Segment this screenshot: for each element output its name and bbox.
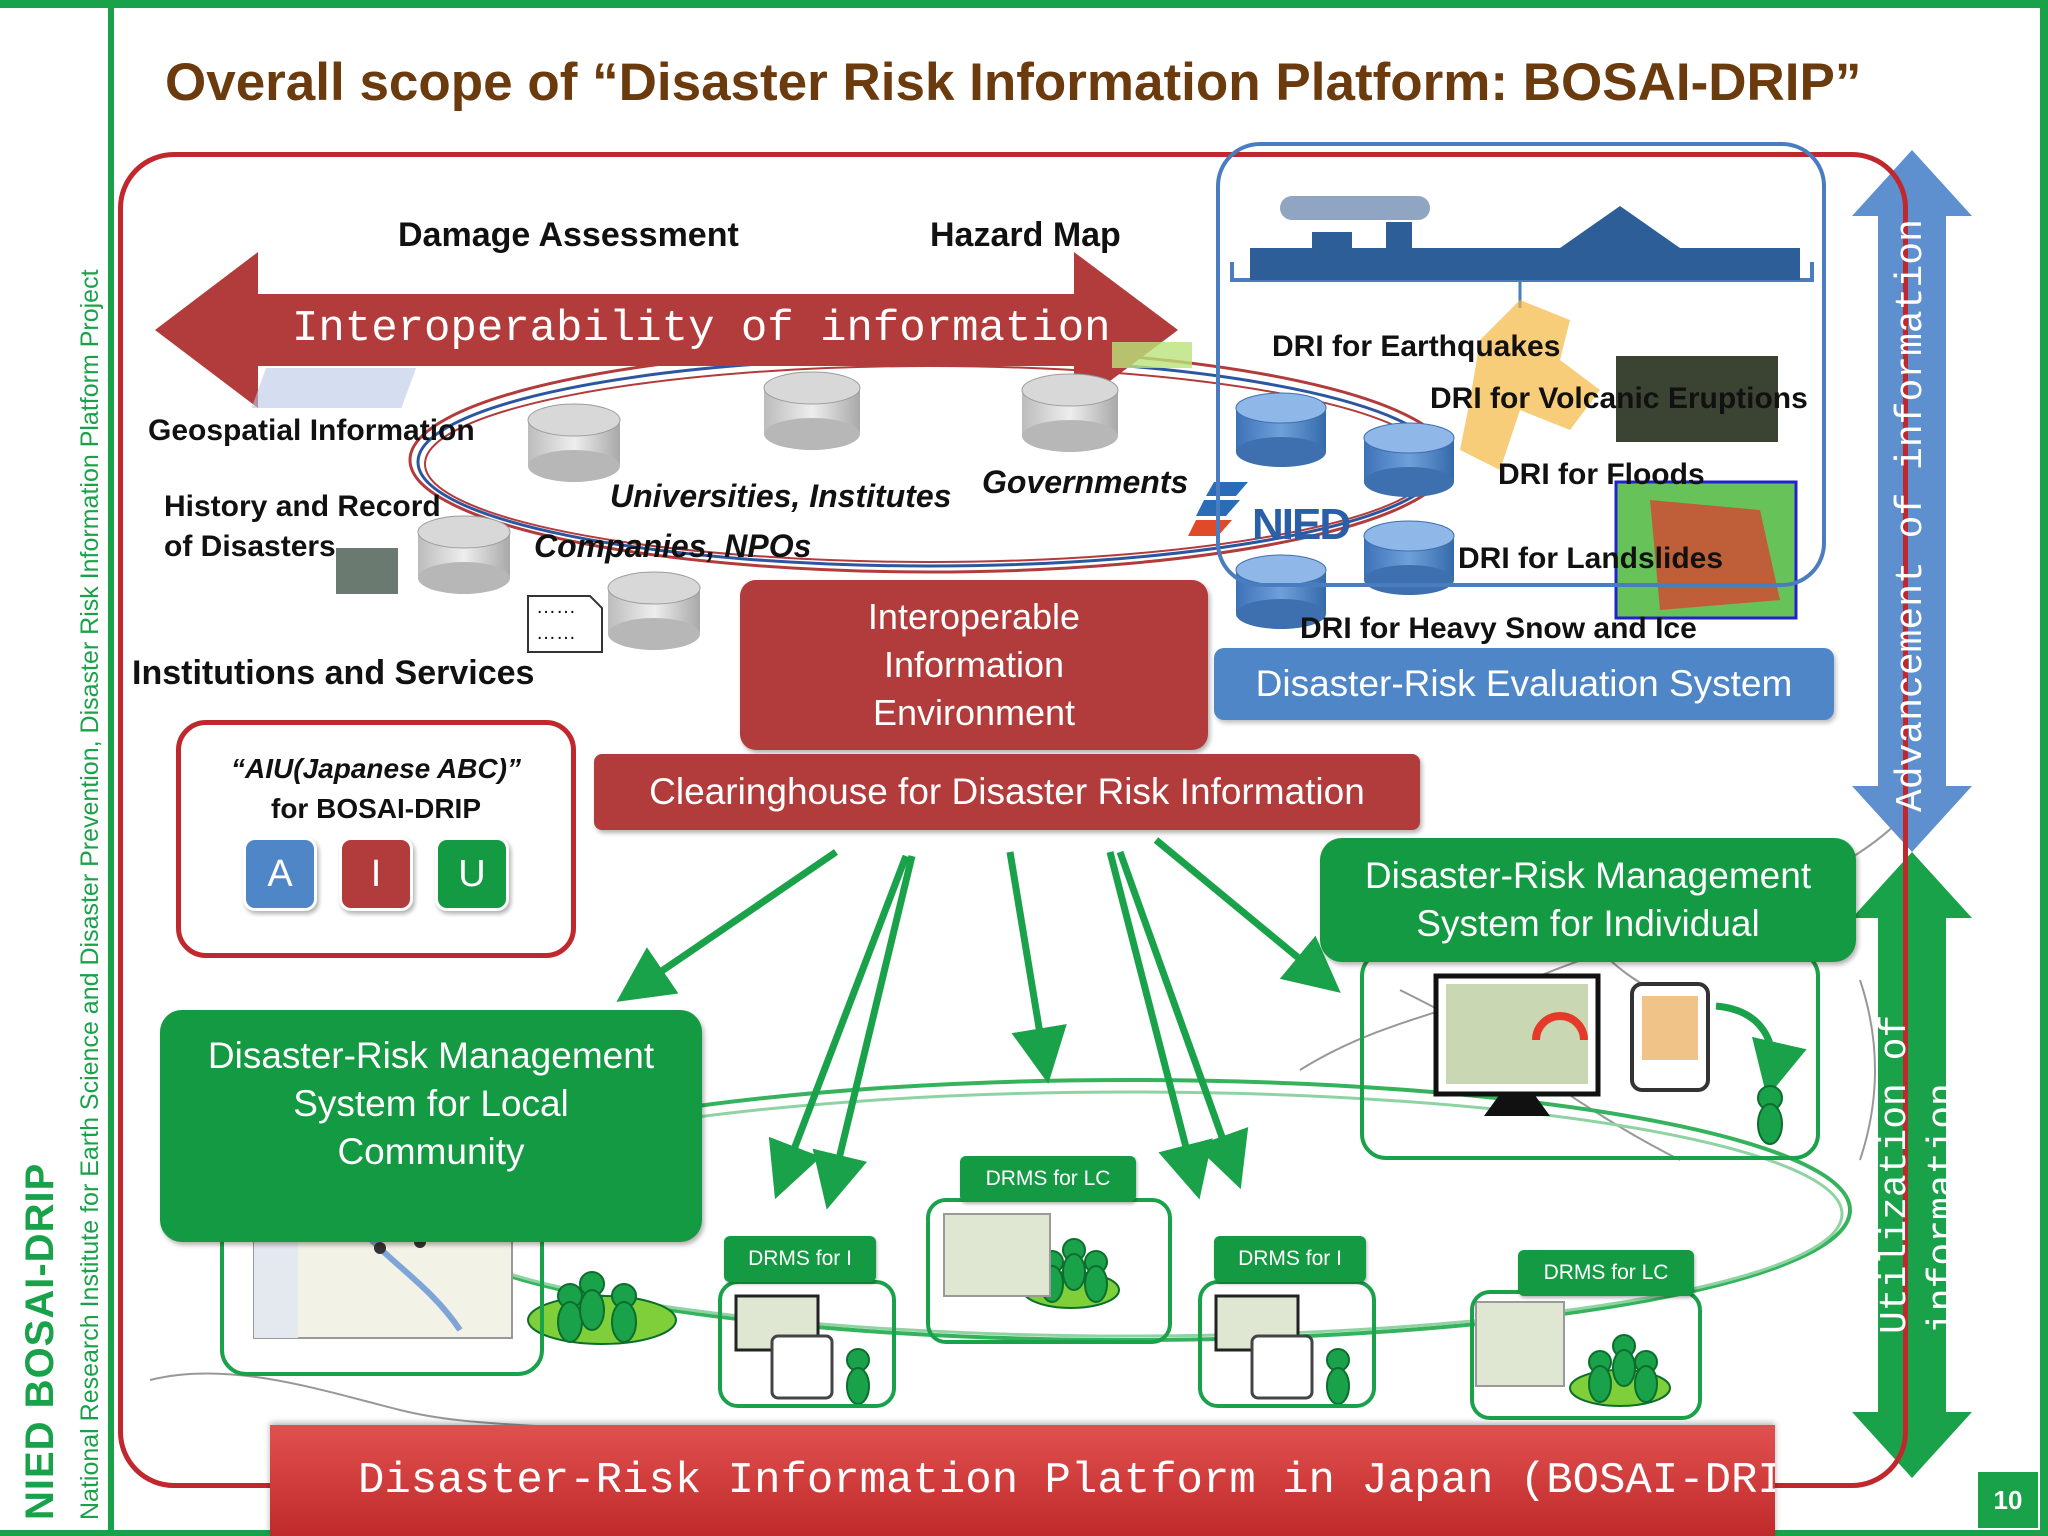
individual-system-box: Disaster-Risk Management System for Indi… [1320, 838, 1856, 962]
blue-databases [1235, 392, 1455, 629]
dri-earthquakes-label: DRI for Earthquakes [1272, 330, 1561, 363]
clearinghouse-label: Clearinghouse for Disaster Risk Informat… [649, 771, 1365, 812]
disaster-photo [336, 548, 398, 594]
aiu-panel: “AIU(Japanese ABC)” for BOSAI-DRIP A I U [176, 720, 576, 958]
left-band [0, 0, 110, 1536]
person-icons [527, 1085, 1783, 1407]
companies-label: Companies, NPOs [534, 528, 812, 564]
bottom-banner-label: Disaster-Risk Information Platform in Ja… [358, 1456, 1775, 1506]
clearinghouse-box: Clearinghouse for Disaster Risk Informat… [594, 754, 1420, 830]
drms-lc-frame-2 [1470, 1290, 1702, 1420]
drms-lc-frame-1 [926, 1198, 1172, 1344]
hazard-map-label: Hazard Map [930, 216, 1121, 254]
dri-snow-label: DRI for Heavy Snow and Ice [1300, 612, 1697, 645]
drms-i-frame-2 [1198, 1280, 1376, 1408]
governments-label: Governments [982, 464, 1189, 500]
evaluation-system-box: Disaster-Risk Evaluation System [1214, 648, 1834, 720]
drms-i-frame-1 [718, 1280, 896, 1408]
aiu-key-u: U [435, 837, 509, 911]
document-dots-1: …… [536, 596, 576, 618]
local-line-3: Community [337, 1131, 525, 1172]
individual-line-2: System for Individual [1416, 903, 1760, 944]
green-arrows [616, 837, 1807, 1210]
damage-assessment-label: Damage Assessment [398, 216, 739, 254]
dri-volcanic-label: DRI for Volcanic Eruptions [1430, 382, 1808, 415]
history-label-1: History and Record [164, 490, 441, 523]
history-label-2: of Disasters [164, 530, 336, 563]
drms-lc-tag-1: DRMS for LC [960, 1156, 1136, 1202]
document-dots-2: …… [536, 622, 576, 644]
monitor-icon [1433, 973, 1601, 1116]
drms-lc-tag-2: DRMS for LC [1518, 1250, 1694, 1296]
interoperable-line-2: Information [883, 644, 1065, 685]
local-line-1: Disaster-Risk Management [207, 1035, 655, 1076]
gray-databases [417, 371, 1119, 650]
drms-i-tag-1: DRMS for I [724, 1236, 876, 1282]
advancement-label: Advancement of information [1890, 219, 1933, 812]
hazard-skyline [1230, 196, 1814, 308]
individual-line-1: Disaster-Risk Management [1364, 855, 1812, 896]
drms-i-tag-2: DRMS for I [1214, 1236, 1366, 1282]
border-top [0, 0, 2048, 8]
universities-label: Universities, Institutes [610, 478, 952, 514]
drms-screens [734, 1213, 1565, 1400]
page-number: 10 [1978, 1472, 2038, 1528]
individual-system-frame [1360, 950, 1820, 1160]
dri-floods-label: DRI for Floods [1498, 458, 1705, 491]
interoperability-label: Interoperability of information [292, 304, 1111, 354]
hazard-thumbnail [1112, 342, 1192, 368]
nied-logo: NIED [1252, 500, 1351, 549]
interoperable-line-3: Environment [872, 692, 1076, 733]
page-title: Overall scope of “Disaster Risk Informat… [165, 53, 1862, 112]
interoperable-line-1: Interoperable [867, 596, 1081, 637]
institutions-label: Institutions and Services [132, 654, 535, 692]
aiu-key-a: A [243, 837, 317, 911]
aiu-title-1: “AIU(Japanese ABC)” [231, 753, 521, 784]
aiu-key-i: I [339, 837, 413, 911]
document-icon [527, 595, 603, 653]
evaluation-frame [1216, 142, 1826, 587]
volcano-thumbnail [1616, 356, 1778, 442]
geospatial-label: Geospatial Information [148, 414, 475, 447]
utilization-arrow [1852, 852, 1972, 1478]
border-right [2040, 0, 2048, 1536]
japan-hazard-map [1460, 300, 1600, 470]
interoperable-environment-box: Interoperable Information Environment [740, 580, 1208, 750]
aiu-title-2: for BOSAI-DRIP [271, 793, 481, 824]
evaluation-system-label: Disaster-Risk Evaluation System [1255, 663, 1793, 704]
advancement-arrow [1852, 150, 1972, 852]
dri-landslides-label: DRI for Landslides [1458, 542, 1724, 575]
utilization-label: Utilization of information [1874, 1014, 1965, 1334]
phone-icon [1630, 982, 1710, 1092]
left-band-stripe [108, 0, 114, 1536]
local-community-box: Disaster-Risk Management System for Loca… [160, 1010, 702, 1242]
interoperability-arrow [155, 252, 1178, 408]
bottom-banner: Disaster-Risk Information Platform in Ja… [270, 1425, 1775, 1536]
local-line-2: System for Local [293, 1083, 569, 1124]
geospatial-thumbnail [251, 368, 417, 408]
